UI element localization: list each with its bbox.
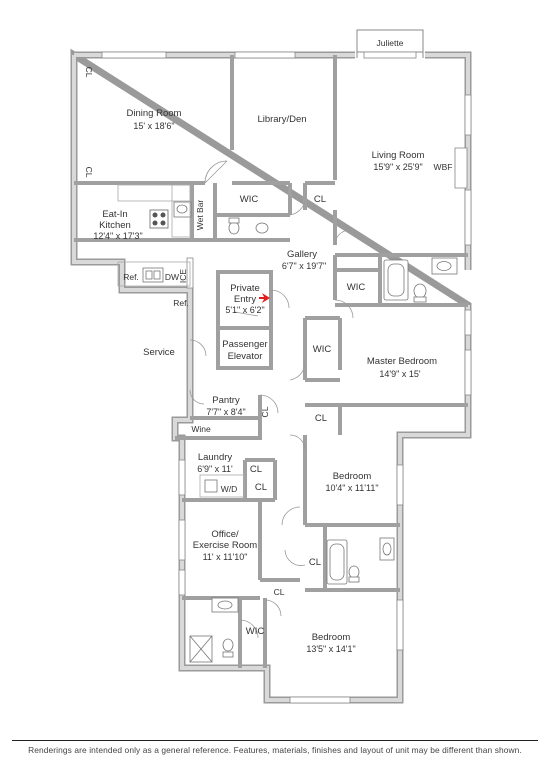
counters: [117, 184, 245, 498]
private-entry-label-1: Private: [230, 283, 260, 294]
ref-kitchen-label: Ref.: [123, 272, 139, 282]
sink-icon: [142, 201, 458, 613]
living-room-label: Living Room: [372, 150, 425, 161]
wic-label: WIC: [313, 344, 332, 355]
master-bedroom-dim: 14'9" x 15': [379, 369, 420, 379]
interior-walls: [74, 55, 468, 668]
wic-label: WIC: [240, 194, 259, 205]
service-label: Service: [143, 347, 175, 358]
wbf-label: WBF: [434, 162, 453, 172]
kitchen-label-1: Eat-In: [102, 209, 127, 220]
bedroom-label: Bedroom: [333, 471, 372, 482]
closet-label: CL: [315, 413, 327, 424]
dining-room-label: Dining Room: [127, 108, 182, 119]
wet-bar-label: Wet Bar: [195, 200, 205, 231]
dining-room-dim: 15' x 18'6": [133, 121, 174, 131]
footer-divider: [12, 740, 538, 741]
stove-icon: [149, 209, 169, 229]
office-dim: 11' x 11'10": [203, 552, 248, 562]
windows: [101, 51, 472, 704]
elevator-label-1: Passenger: [222, 339, 267, 350]
bathtub-icon: [189, 259, 409, 663]
pantry-label: Pantry: [212, 395, 240, 406]
closet-label: CL: [274, 587, 285, 597]
closet-label: CL: [84, 67, 94, 78]
toilet-icon: [222, 217, 427, 658]
floor-plan: Juliette Dining Room 15' x 18'6" Library…: [70, 29, 472, 704]
bedroom-label: Bedroom: [312, 632, 351, 643]
private-entry-dim: 5'1" x 6'2": [225, 305, 264, 315]
elevator-label-2: Elevator: [228, 351, 263, 362]
entry-arrow-icon: [259, 293, 270, 303]
closet-label: CL: [255, 482, 267, 493]
elevator-car: [234, 311, 259, 317]
gallery-label: Gallery: [287, 249, 317, 260]
kitchen-dim: 12'4" x 17'3": [93, 231, 142, 241]
private-entry-label-2: Entry: [234, 294, 256, 305]
door-swing-icon: [189, 160, 354, 639]
closet-label: CL: [250, 464, 262, 475]
washer-dryer-label: W/D: [221, 484, 238, 494]
wine-label: Wine: [191, 424, 211, 434]
ice-label: ICE: [178, 269, 188, 284]
bedroom-dim: 10'4" x 11'11": [325, 483, 378, 493]
master-bedroom-label: Master Bedroom: [367, 356, 437, 367]
ref-service-label: Ref.: [173, 298, 189, 308]
living-room-dim: 15'9" x 25'9": [373, 162, 422, 172]
kitchen-label-2: Kitchen: [99, 220, 131, 231]
library-label: Library/Den: [257, 114, 306, 125]
closet-label: CL: [309, 557, 321, 568]
pantry-dim: 7'7" x 8'4": [206, 407, 245, 417]
juliette-label: Juliette: [377, 38, 404, 48]
fireplace: [454, 147, 468, 189]
closet-label: CL: [314, 194, 326, 205]
laundry-dim: 6'9" x 11': [197, 464, 233, 474]
office-label-2: Exercise Room: [193, 540, 257, 551]
disclaimer-text: Renderings are intended only as a genera…: [28, 745, 522, 755]
wic-label: WIC: [347, 282, 366, 293]
dishwasher-label: DW: [165, 272, 179, 282]
closet-label: CL: [84, 167, 94, 178]
closet-label: CL: [260, 406, 270, 417]
bedroom-dim: 13'5" x 14'1": [306, 644, 355, 654]
wic-label: WIC: [246, 626, 265, 637]
laundry-label: Laundry: [198, 452, 233, 463]
gallery-dim: 6'7" x 19'7": [282, 261, 326, 271]
office-label-1: Office/: [211, 529, 239, 540]
